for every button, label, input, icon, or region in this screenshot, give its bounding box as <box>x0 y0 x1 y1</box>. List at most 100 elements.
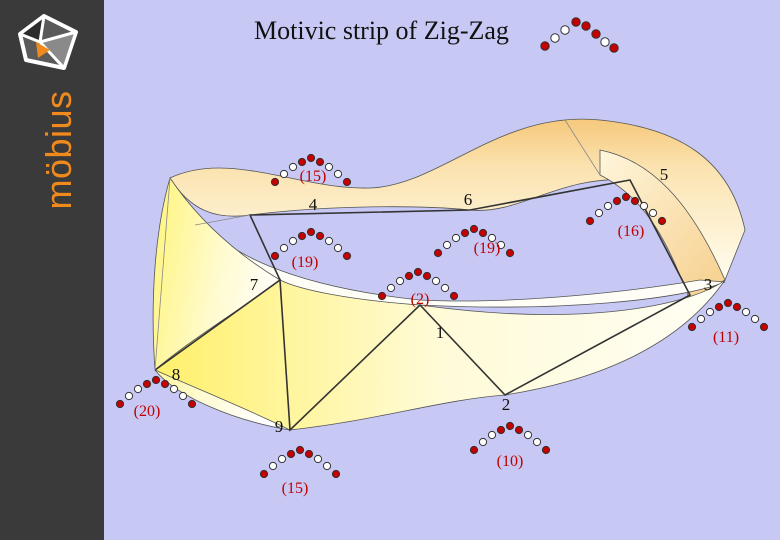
red-dot <box>581 21 591 31</box>
red-dot <box>259 469 269 479</box>
zigzag-motif: (2) <box>377 267 459 308</box>
red-dot <box>142 379 152 389</box>
vertex-label: 5 <box>660 165 669 184</box>
red-dot <box>297 231 307 241</box>
motif-label: (16) <box>618 223 645 240</box>
motif-label: (11) <box>713 329 739 346</box>
red-dot <box>591 29 601 39</box>
red-dot <box>585 216 595 226</box>
red-dot <box>331 469 341 479</box>
white-dot <box>496 240 506 250</box>
vertex-label: 7 <box>250 275 259 294</box>
red-dot <box>433 248 443 258</box>
red-dot <box>413 267 423 277</box>
red-dot <box>315 231 325 241</box>
white-dot <box>487 430 497 440</box>
white-dot <box>440 283 450 293</box>
red-dot <box>469 224 479 234</box>
red-dot <box>505 421 515 431</box>
title-zigzag-motif <box>540 17 619 53</box>
white-dot <box>705 307 715 317</box>
white-dot <box>451 233 461 243</box>
red-dot <box>469 445 479 455</box>
white-dot <box>178 391 188 401</box>
motif-label: (10) <box>497 453 524 470</box>
red-dot <box>115 399 125 409</box>
white-dot <box>279 243 289 253</box>
zigzag-motif: (19) <box>433 224 515 258</box>
zigzag-motif: (16) <box>585 192 667 240</box>
motif-label: (20) <box>134 403 161 420</box>
red-dot <box>723 298 733 308</box>
motif-label: (19) <box>474 240 501 257</box>
white-dot <box>750 314 760 324</box>
white-dot <box>133 384 143 394</box>
white-dot <box>324 162 334 172</box>
vertex-label: 3 <box>704 275 713 294</box>
red-dot <box>496 425 506 435</box>
white-dot <box>478 437 488 447</box>
vertex-label: 8 <box>172 365 181 384</box>
red-dot <box>714 302 724 312</box>
red-dot <box>377 291 387 301</box>
red-dot <box>295 445 305 455</box>
red-dot <box>306 153 316 163</box>
red-dot <box>315 157 325 167</box>
red-dot <box>160 379 170 389</box>
vertex-label: 1 <box>436 323 445 342</box>
red-dot <box>270 251 280 261</box>
red-dot <box>514 425 524 435</box>
zigzag-motif: (11) <box>687 298 769 346</box>
red-dot <box>657 216 667 226</box>
vertex-label: 2 <box>502 395 511 414</box>
white-dot <box>277 454 287 464</box>
red-dot <box>297 157 307 167</box>
red-dot <box>342 177 352 187</box>
white-dot <box>395 276 405 286</box>
red-dot <box>621 192 631 202</box>
white-dot <box>386 283 396 293</box>
mobius-logo-icon <box>18 14 78 70</box>
red-dot <box>478 228 488 238</box>
red-dot <box>505 248 515 258</box>
red-dot <box>630 196 640 206</box>
white-dot <box>333 243 343 253</box>
red-dot <box>541 445 551 455</box>
red-dot <box>306 227 316 237</box>
zigzag-motif: (19) <box>270 227 352 271</box>
red-dot <box>151 375 161 385</box>
white-dot <box>288 162 298 172</box>
zigzag-motif: (10) <box>469 421 551 470</box>
white-dot <box>288 236 298 246</box>
white-dot <box>600 37 610 47</box>
white-dot <box>268 461 278 471</box>
motif-label: (19) <box>292 254 319 271</box>
zigzag-edges-faint <box>154 119 601 371</box>
red-dot <box>422 271 432 281</box>
motif-label: (15) <box>300 168 327 185</box>
white-dot <box>431 276 441 286</box>
white-dot <box>550 33 560 43</box>
red-dot <box>270 177 280 187</box>
strip-bottom-band <box>154 279 726 431</box>
red-dot <box>759 322 769 332</box>
white-dot <box>324 236 334 246</box>
white-dot <box>322 461 332 471</box>
white-dot <box>487 233 497 243</box>
sidebar: möbius <box>0 0 104 540</box>
red-dot <box>187 399 197 409</box>
white-dot <box>741 307 751 317</box>
white-dot <box>594 208 604 218</box>
white-dot <box>442 240 452 250</box>
red-dot <box>571 17 581 27</box>
red-dot <box>460 228 470 238</box>
white-dot <box>532 437 542 447</box>
vertex-label: 4 <box>309 195 318 214</box>
white-dot <box>313 454 323 464</box>
white-dot <box>523 430 533 440</box>
page-title: Motivic strip of Zig-Zag <box>254 16 509 45</box>
red-dot <box>540 41 550 51</box>
white-dot <box>169 384 179 394</box>
